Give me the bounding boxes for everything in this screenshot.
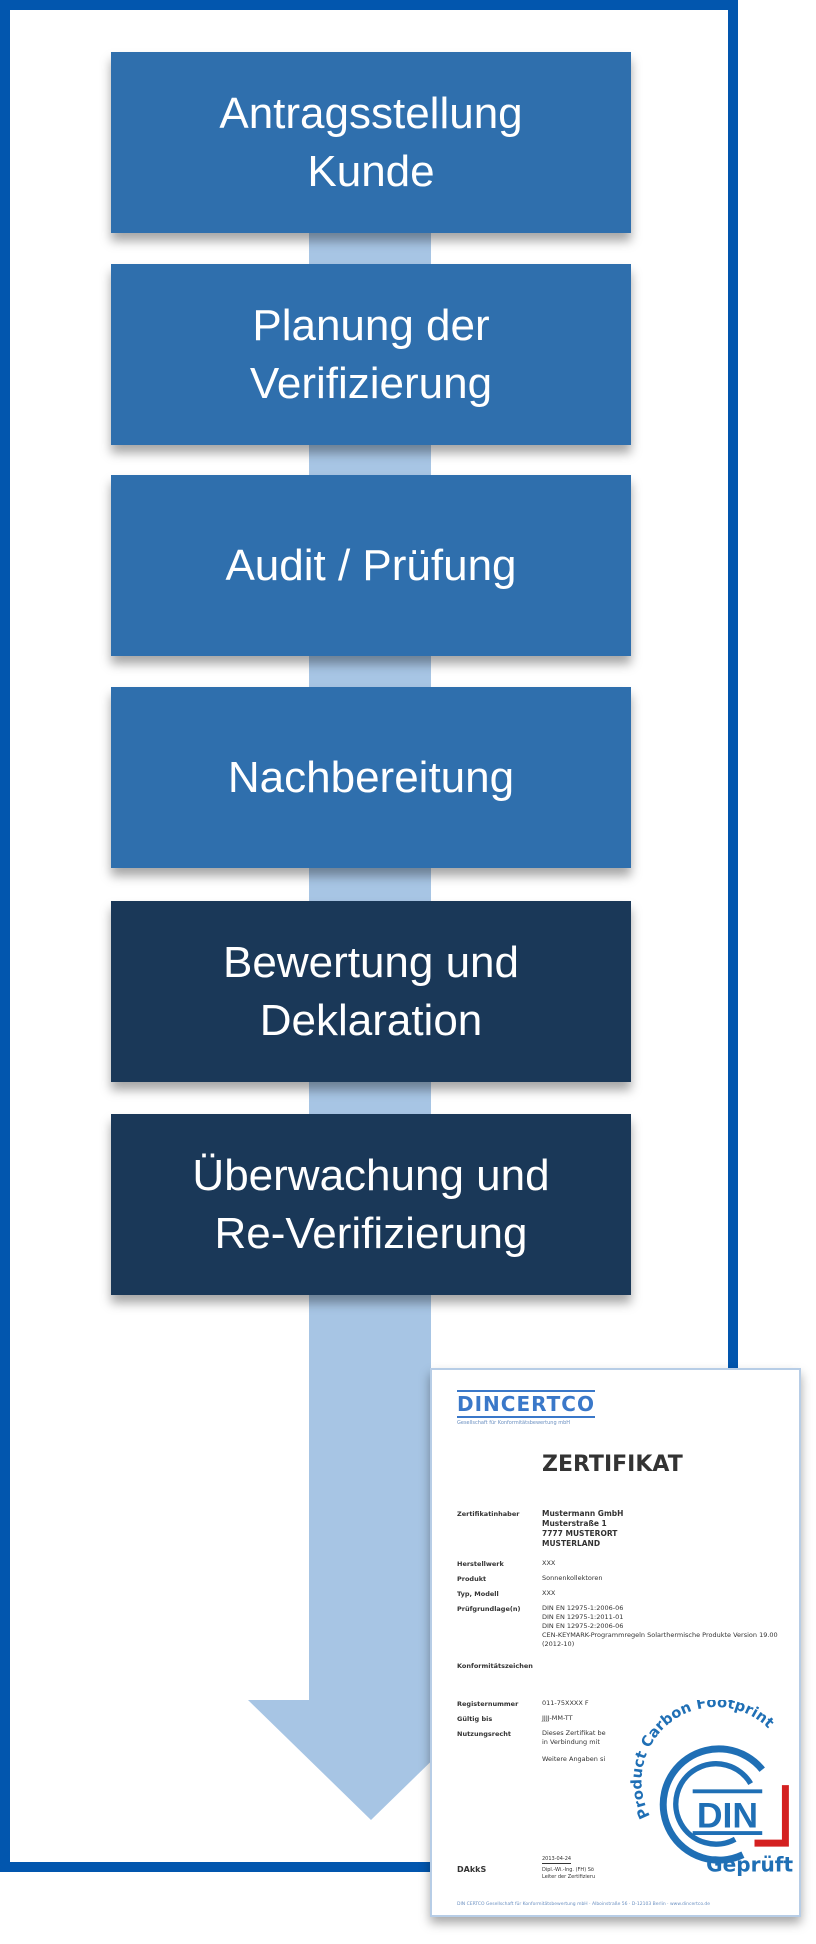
dakks-logo: DAkkS (457, 1865, 487, 1874)
certificate-title: ZERTIFIKAT (542, 1452, 683, 1477)
step-audit: Audit / Prüfung (111, 475, 631, 656)
cert-field-label: Gültig bis (457, 1715, 493, 1723)
cert-field-label: Herstellwerk (457, 1560, 504, 1568)
step-bewertung: Bewertung und Deklaration (111, 901, 631, 1082)
cert-field-value: Mustermann GmbH Musterstraße 1 7777 MUST… (542, 1509, 624, 1548)
cert-field-value: JJJJ-MM-TT (542, 1714, 573, 1722)
logo-subtitle: Gesellschaft für Konformitätsbewertung m… (457, 1420, 571, 1426)
cert-field-label: Registernummer (457, 1700, 519, 1708)
cert-field-value: Dieses Zertifikat be in Verbindung mit (542, 1729, 606, 1746)
cert-field-label: Zertifikatinhaber (457, 1510, 520, 1518)
step-nachbereitung: Nachbereitung (111, 687, 631, 868)
step-planung: Planung der Verifizierung (111, 264, 631, 445)
cert-field-label: Nutzungsrecht (457, 1730, 511, 1738)
cert-field-value: XXX (542, 1589, 556, 1597)
certificate-image: DINCERTCO Gesellschaft für Konformitätsb… (430, 1368, 801, 1917)
step-ueberwachung: Überwachung und Re-Verifizierung (111, 1114, 631, 1295)
cert-field-label: Konformitätszeichen (457, 1662, 533, 1670)
cert-date: 2013-04-24 (542, 1856, 572, 1864)
signer: Dipl.-Wi.-Ing. (FH) Sö Leiter der Zertif… (542, 1867, 596, 1880)
seal-geprueft-text: Geprüft (706, 1853, 793, 1877)
step-antragsstellung: Antragsstellung Kunde (111, 52, 631, 233)
cert-field-value: 011-75XXXX F (542, 1699, 589, 1707)
cert-field-label: Produkt (457, 1575, 487, 1583)
seal-din-text: DIN (697, 1796, 758, 1836)
din-geprueft-seal: Product Carbon Footprint DIN Geprüft (627, 1700, 797, 1878)
dincertco-logo: DINCERTCO (457, 1390, 595, 1418)
cert-field-value: Sonnenkollektoren (542, 1574, 603, 1582)
cert-field-value: DIN EN 12975-1:2006-06 DIN EN 12975-1:20… (542, 1604, 778, 1648)
cert-field-label: Typ, Modell (457, 1590, 499, 1598)
cert-field-label: Prüfgrundlage(n) (457, 1605, 521, 1613)
more-info: Weitere Angaben si (542, 1755, 606, 1763)
cert-footer: DIN CERTCO Gesellschaft für Konformitäts… (457, 1902, 711, 1907)
cert-field-value: XXX (542, 1559, 556, 1567)
